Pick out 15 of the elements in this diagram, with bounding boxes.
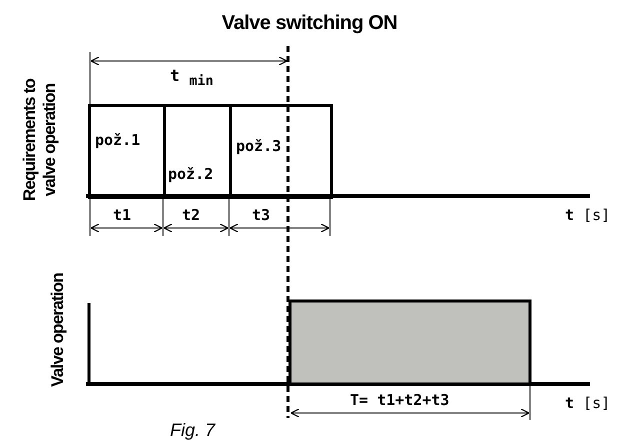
requirement-box: pož.2 (163, 104, 232, 199)
axis-title: Requirements to valve operation (20, 78, 60, 202)
figure-caption: Fig. 7 (170, 420, 216, 441)
dimension-label: t3 (252, 206, 270, 224)
dimension-label: T= t1+t2+t3 (350, 391, 450, 409)
dimension-label: t $_{min}$ (170, 66, 214, 90)
axis-title: Valve operation (48, 272, 68, 389)
requirement-box: pož.3 (229, 104, 333, 199)
requirement-box: pož.1 (88, 104, 166, 199)
dimension-label: t1 (113, 206, 132, 224)
axis-unit-label: t [s] (565, 206, 610, 224)
valve-on-pulse (288, 300, 532, 386)
diagram-title: Valve switching ON (220, 12, 398, 35)
dimension-label: t2 (182, 206, 200, 224)
axis-unit-label: t [s] (565, 394, 610, 412)
